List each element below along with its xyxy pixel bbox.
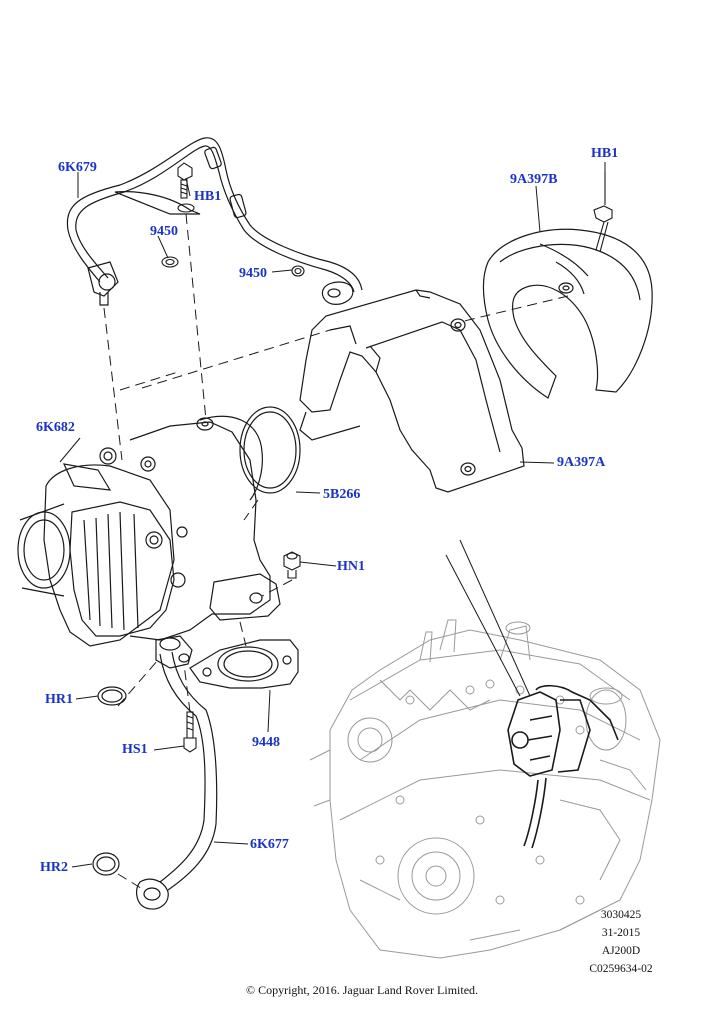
oil-return-pipe-6K677 bbox=[136, 635, 218, 910]
turbo-location-highlight bbox=[507, 684, 619, 849]
bolt-hb1-right bbox=[593, 172, 613, 253]
callout-HN1[interactable]: HN1 bbox=[337, 559, 365, 574]
bolt-hs1 bbox=[183, 711, 197, 753]
callout-HB1-upper[interactable]: HB1 bbox=[194, 189, 222, 204]
callout-9A397B[interactable]: 9A397B bbox=[510, 172, 558, 187]
heat-shield-9A397B bbox=[482, 228, 653, 399]
callout-HR1[interactable]: HR1 bbox=[45, 692, 73, 707]
reference-line-4: C0259634-02 bbox=[589, 963, 653, 975]
engine-locator-view bbox=[309, 619, 661, 959]
callout-HS1[interactable]: HS1 bbox=[122, 742, 148, 757]
callout-9450-right[interactable]: 9450 bbox=[239, 266, 267, 281]
callout-9450-left[interactable]: 9450 bbox=[150, 224, 178, 239]
callout-6K682[interactable]: 6K682 bbox=[36, 420, 75, 435]
reference-line-3: AJ200D bbox=[601, 945, 641, 957]
callout-5B266[interactable]: 5B266 bbox=[323, 487, 361, 502]
locator-pointer-lines bbox=[445, 539, 531, 697]
gasket-5B266 bbox=[239, 406, 301, 494]
turbocharger-6K682 bbox=[17, 415, 281, 647]
callout-HR2[interactable]: HR2 bbox=[40, 860, 68, 875]
sealing-washer-9450 bbox=[161, 256, 305, 277]
callout-9448[interactable]: 9448 bbox=[252, 735, 280, 750]
reference-block: 3030425 31-2015 AJ200D C0259634-02 bbox=[566, 906, 676, 978]
callout-9A397A[interactable]: 9A397A bbox=[557, 455, 606, 470]
callout-leader-lines bbox=[59, 162, 606, 868]
nut-hn1 bbox=[283, 551, 301, 579]
o-rings bbox=[92, 686, 127, 876]
reference-line-1: 3030425 bbox=[600, 909, 642, 921]
callout-6K679[interactable]: 6K679 bbox=[58, 160, 97, 175]
callout-6K677[interactable]: 6K677 bbox=[250, 837, 289, 852]
heat-shield-9A397A bbox=[299, 289, 525, 493]
assembly-guide-lines bbox=[103, 213, 569, 891]
gasket-9448 bbox=[189, 639, 299, 689]
banjo-bolt-hb1 bbox=[177, 162, 195, 213]
callout-HB1-right[interactable]: HB1 bbox=[591, 146, 619, 161]
copyright-notice: © Copyright, 2016. Jaguar Land Rover Lim… bbox=[245, 983, 479, 997]
reference-line-2: 31-2015 bbox=[601, 927, 641, 939]
oil-feed-pipe-6K679 bbox=[66, 137, 363, 306]
